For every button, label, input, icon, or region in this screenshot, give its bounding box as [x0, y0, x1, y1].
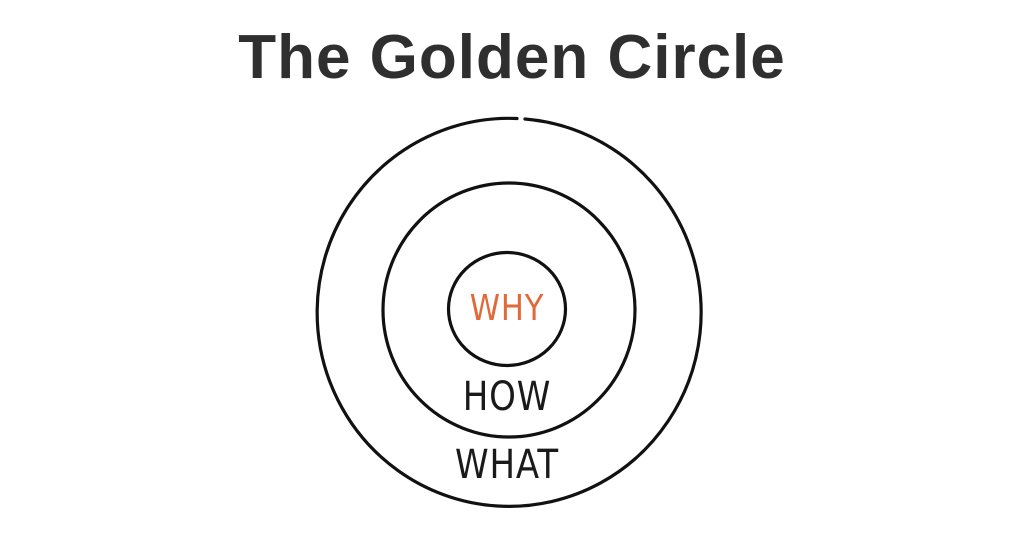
- outer-ring-what: [315, 116, 703, 508]
- middle-ring-how: [381, 181, 637, 439]
- how-label: HOW: [462, 374, 552, 420]
- why-label: WHY: [469, 288, 545, 329]
- inner-ring-why: [446, 250, 568, 368]
- what-label: WHAT: [455, 442, 559, 488]
- diagram-title: The Golden Circle: [238, 23, 786, 92]
